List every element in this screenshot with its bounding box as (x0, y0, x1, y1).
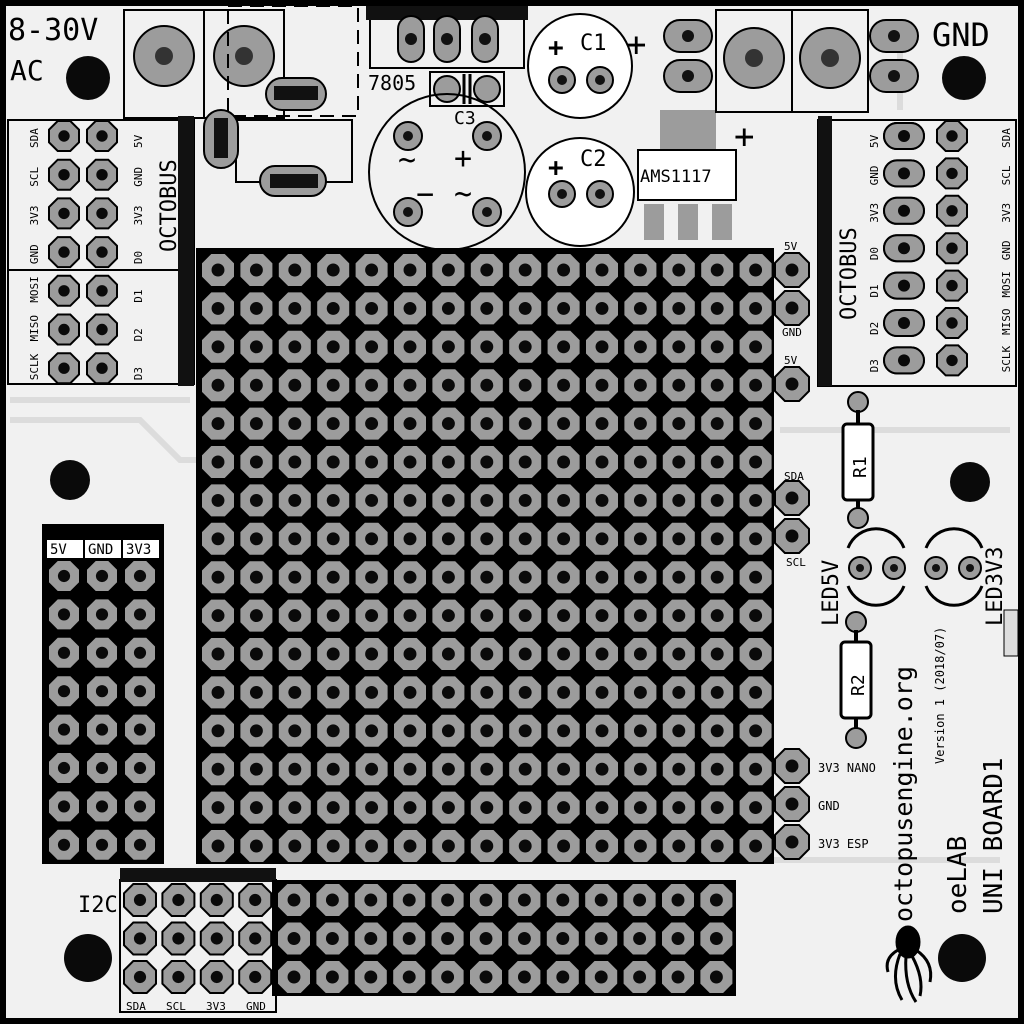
octobus-left-pin-label: D0 (132, 251, 145, 264)
side-pin-headers: 5V GND 5V SDA SCL 3V3 NANO GND 3V3 ESP (774, 240, 876, 860)
power-input-ac-label: AC (10, 54, 44, 87)
resistor-r2-label: R2 (848, 674, 869, 696)
capacitor-c2 (525, 137, 635, 247)
i2c-header-label: GND (246, 1000, 266, 1013)
i2c-header-label: SDA (126, 1000, 146, 1013)
octobus-left-pin-label: GND (28, 244, 41, 264)
octobus-left-pin-label: D1 (132, 290, 145, 303)
svg-text:+: + (548, 33, 564, 63)
octobus-right-pin-label: SCLK (1000, 346, 1013, 373)
power-rails: 5V GND 3V3 (42, 524, 164, 864)
side-pin-label: 5V (784, 354, 798, 367)
octobus-left-pin-label: D3 (132, 367, 145, 380)
side-pin-label: 5V (784, 240, 798, 253)
octobus-right-pin-label: GND (1000, 240, 1013, 260)
svg-text:+: + (734, 117, 754, 157)
i2c-label: I2C (78, 893, 118, 918)
octobus-left-label: OCTOBUS (157, 159, 182, 252)
capacitor-c2-label: C2 (580, 147, 607, 172)
capacitor-c1 (527, 13, 633, 119)
capacitor-c1-label: C1 (580, 31, 607, 56)
octobus-right-pin-label: GND (868, 166, 881, 186)
octopus-logo-icon (885, 925, 933, 1003)
capacitor-c3-label: C3 (454, 108, 476, 129)
website-label: octopusengine.org (889, 666, 918, 922)
octobus-right-pin-label: D3 (868, 359, 881, 372)
power-input-section: 8-30V AC 7805 C3 (8, 5, 990, 251)
bottom-header-area: I2C SDA SCL 3V3 GND (78, 868, 736, 1013)
resistor-led-section: R1 LED5V LED3V3 R2 (819, 391, 1019, 749)
octobus-left-pin-label: GND (132, 167, 145, 187)
octobus-left-pin-label: 5V (132, 134, 145, 148)
product-name-label: oeLAB (943, 836, 973, 914)
octobus-left-pin-label: 3V3 (132, 206, 145, 226)
ams1117-tab (660, 110, 716, 150)
octobus-right-pin-label: D2 (868, 322, 881, 335)
rectifier-ac-symbol-2: ~ (454, 177, 472, 212)
regulator-ams1117-label: AMS1117 (640, 167, 712, 187)
side-pin-label: GND (818, 799, 840, 813)
proto-grid (200, 250, 774, 864)
octobus-right-pin-label: 5V (868, 134, 881, 148)
regulator-ams1117 (637, 149, 737, 201)
regulator-7805-label: 7805 (368, 71, 416, 95)
octobus-right-pin-label: D0 (868, 247, 881, 260)
octobus-left-pin-label: SCL (28, 166, 41, 186)
octobus-right-pin-label: 3V3 (868, 203, 881, 223)
side-pin-label: SCL (786, 556, 806, 569)
led5v-label: LED5V (819, 560, 844, 626)
octobus-right-pin-label: 3V3 (1000, 203, 1013, 223)
power-rail-label: 3V3 (126, 542, 151, 558)
octobus-right-pin-label: SCL (1000, 165, 1013, 185)
mounting-holes (50, 56, 990, 982)
capacitor-c3 (429, 71, 505, 107)
branding: octopusengine.org Version 1 (2018/07) oe… (885, 627, 1009, 1003)
power-input-label: 8-30V (8, 13, 98, 48)
octobus-right-pin-label: D1 (868, 284, 881, 297)
svg-text:+: + (548, 153, 564, 183)
resistor-r1-label: R1 (850, 456, 871, 478)
octobus-left-pin-label: SDA (28, 128, 41, 148)
i2c-header-label: 3V3 (206, 1000, 226, 1013)
octobus-left-pin-label: 3V3 (28, 206, 41, 226)
copper-traces (10, 40, 1010, 863)
octobus-right-pin-label: MOSI (1000, 271, 1013, 298)
rectifier-plus-symbol: + (454, 141, 472, 176)
octobus-left-pin-label: SCLK (28, 353, 41, 380)
side-pin-label: 3V3 NANO (818, 761, 876, 775)
svg-text:+: + (626, 25, 646, 65)
octobus-right-pin-label: MISO (1000, 309, 1013, 336)
power-rail-label: GND (88, 542, 113, 558)
octobus-right-pin-label: SDA (1000, 128, 1013, 148)
octobus-left-pin-label: D2 (132, 328, 145, 341)
gnd-label: GND (932, 16, 990, 54)
octobus-right-label: OCTOBUS (837, 227, 862, 320)
octobus-left-pin-label: MISO (28, 315, 41, 342)
rectifier-minus-symbol: − (416, 177, 434, 212)
i2c-header-label: SCL (166, 1000, 186, 1013)
product-model-label: UNI BOARD1 (979, 757, 1009, 914)
side-pin-label: 3V3 ESP (818, 837, 869, 851)
version-label: Version 1 (2018/07) (933, 627, 947, 764)
side-pin-label: GND (782, 326, 802, 339)
rectifier-ac-symbol-1: ~ (398, 143, 416, 178)
power-rail-label: 5V (50, 542, 67, 558)
octobus-left-pin-label: MOSI (28, 276, 41, 303)
side-pin-label: SDA (784, 470, 804, 483)
